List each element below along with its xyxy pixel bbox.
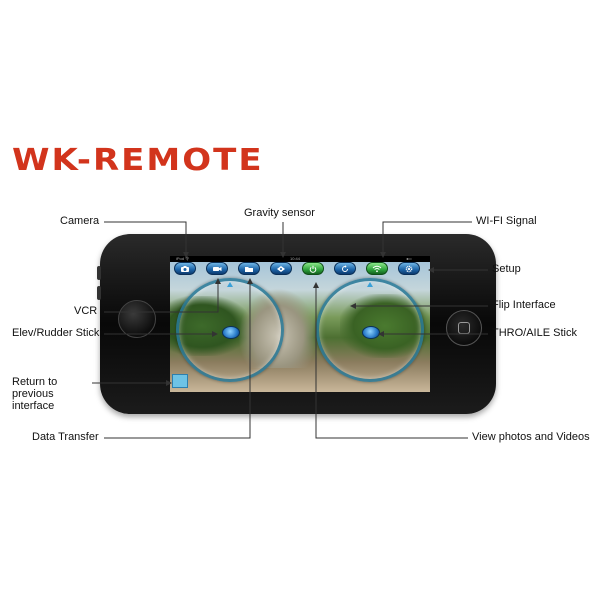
phone-volume-button — [97, 286, 101, 300]
label-return-previous-interface: Return to previous interface — [12, 376, 94, 412]
arrow-up-icon — [367, 282, 373, 287]
refresh-icon — [340, 265, 350, 273]
label-flip-interface: Flip Interface — [492, 299, 556, 311]
label-gravity-sensor: Gravity sensor — [244, 207, 315, 219]
arrow-up-icon — [227, 282, 233, 287]
phone-screen: iPod 令 10:44 ◂▭ — [170, 256, 430, 392]
vcr-button[interactable] — [206, 262, 228, 275]
video-camera-icon — [212, 265, 222, 273]
folder-icon — [244, 265, 254, 273]
label-data-transfer: Data Transfer — [32, 431, 99, 443]
phone-volume-button — [97, 266, 101, 280]
flip-interface-button[interactable] — [334, 262, 356, 275]
data-transfer-button[interactable] — [238, 262, 260, 275]
power-button[interactable] — [302, 262, 324, 275]
home-button[interactable] — [446, 310, 482, 346]
label-setup: Setup — [492, 263, 521, 275]
thro-aile-stick-knob[interactable] — [362, 326, 380, 339]
control-toolbar — [170, 262, 430, 276]
front-camera-lens — [118, 300, 156, 338]
app-title: WK-REMOTE — [12, 142, 264, 178]
setup-button[interactable] — [398, 262, 420, 275]
wifi-signal-button[interactable] — [366, 262, 388, 275]
label-camera: Camera — [60, 215, 99, 227]
camera-icon — [180, 265, 190, 273]
return-button[interactable] — [172, 374, 188, 388]
label-thro-aile-stick: THRO/AILE Stick — [492, 327, 577, 339]
camera-button[interactable] — [174, 262, 196, 275]
label-view-photos-videos: View photos and Videos — [472, 431, 590, 443]
label-vcr: VCR — [74, 305, 97, 317]
gravity-sensor-button[interactable] — [270, 262, 292, 275]
power-icon — [308, 265, 318, 273]
wifi-icon — [372, 265, 382, 273]
label-elev-rudder-stick: Elev/Rudder Stick — [12, 327, 99, 339]
label-wifi-signal: WI-FI Signal — [476, 215, 537, 227]
gravity-sensor-icon — [276, 265, 286, 273]
gear-icon — [404, 265, 414, 273]
elev-rudder-stick-knob[interactable] — [222, 326, 240, 339]
